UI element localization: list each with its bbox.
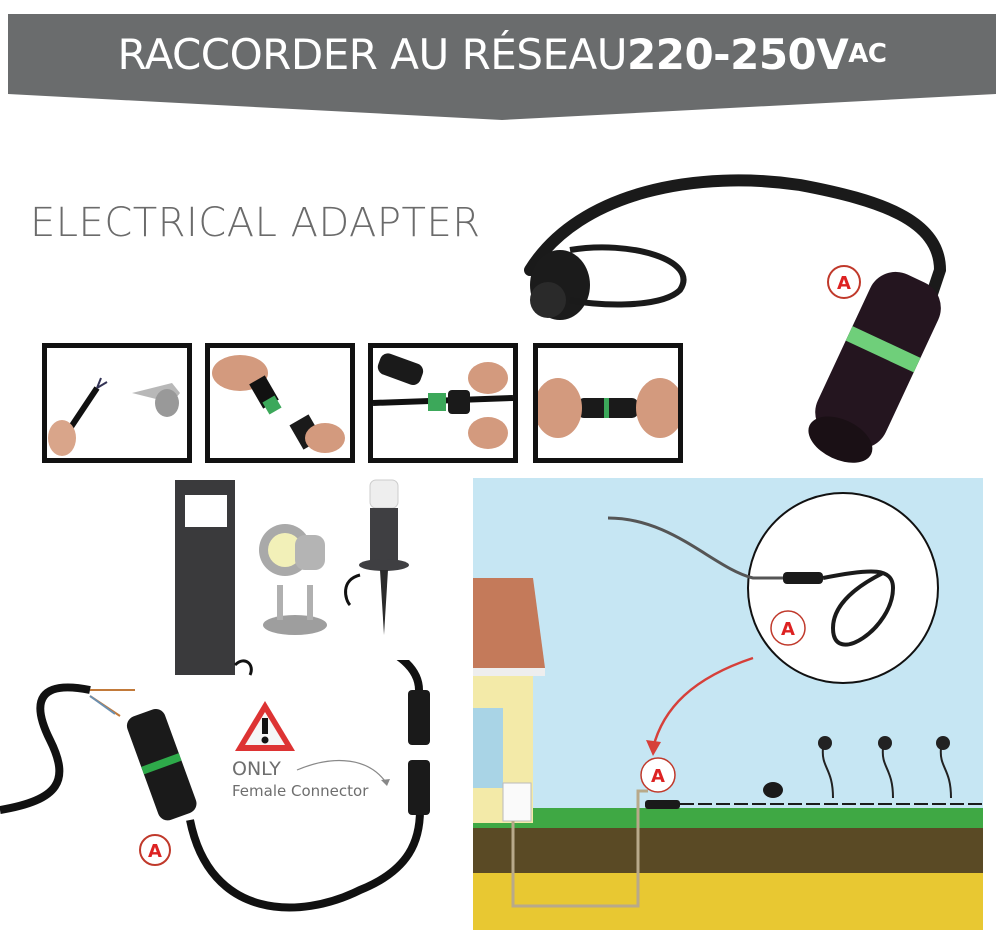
installation-diagram: A A [473, 478, 983, 930]
warning-text: ONLY Female Connector [232, 758, 368, 800]
stake-lamp [344, 479, 409, 635]
svg-text:A: A [781, 619, 795, 640]
step-4-tighten-connector [533, 343, 683, 463]
step-2-insert-wire [205, 343, 355, 463]
title-voltage: 220-250V [627, 29, 849, 79]
cable-connector-image: A [0, 660, 430, 912]
header-banner [8, 14, 996, 120]
step-1-strip-wire [42, 343, 192, 463]
title-main: RACCORDER AU RÉSEAU [117, 29, 628, 79]
page-title: RACCORDER AU RÉSEAU 220-250V AC [8, 14, 996, 94]
lamp-products-image [175, 479, 409, 676]
warning-triangle-icon [235, 701, 295, 751]
step-3-screw-terminal [368, 343, 518, 463]
title-suffix: AC [848, 39, 887, 69]
svg-text:A: A [148, 841, 162, 862]
section-subtitle: ELECTRICAL ADAPTER [30, 200, 481, 246]
warning-line-2: Female Connector [232, 782, 369, 800]
label-a-badge: A [827, 265, 861, 299]
svg-text:A: A [837, 273, 851, 294]
svg-text:A: A [651, 766, 665, 787]
diagram-zoom-label-a: A [770, 610, 806, 646]
warning-arrow-icon [296, 759, 390, 786]
spot-lamp [259, 524, 327, 635]
adapter-product-image: A [524, 174, 947, 463]
cable-label-a: A [139, 834, 171, 866]
warning-line-1: ONLY [232, 758, 281, 780]
diagram-ground-label-a: A [640, 757, 676, 793]
bollard-lamp [175, 480, 253, 676]
